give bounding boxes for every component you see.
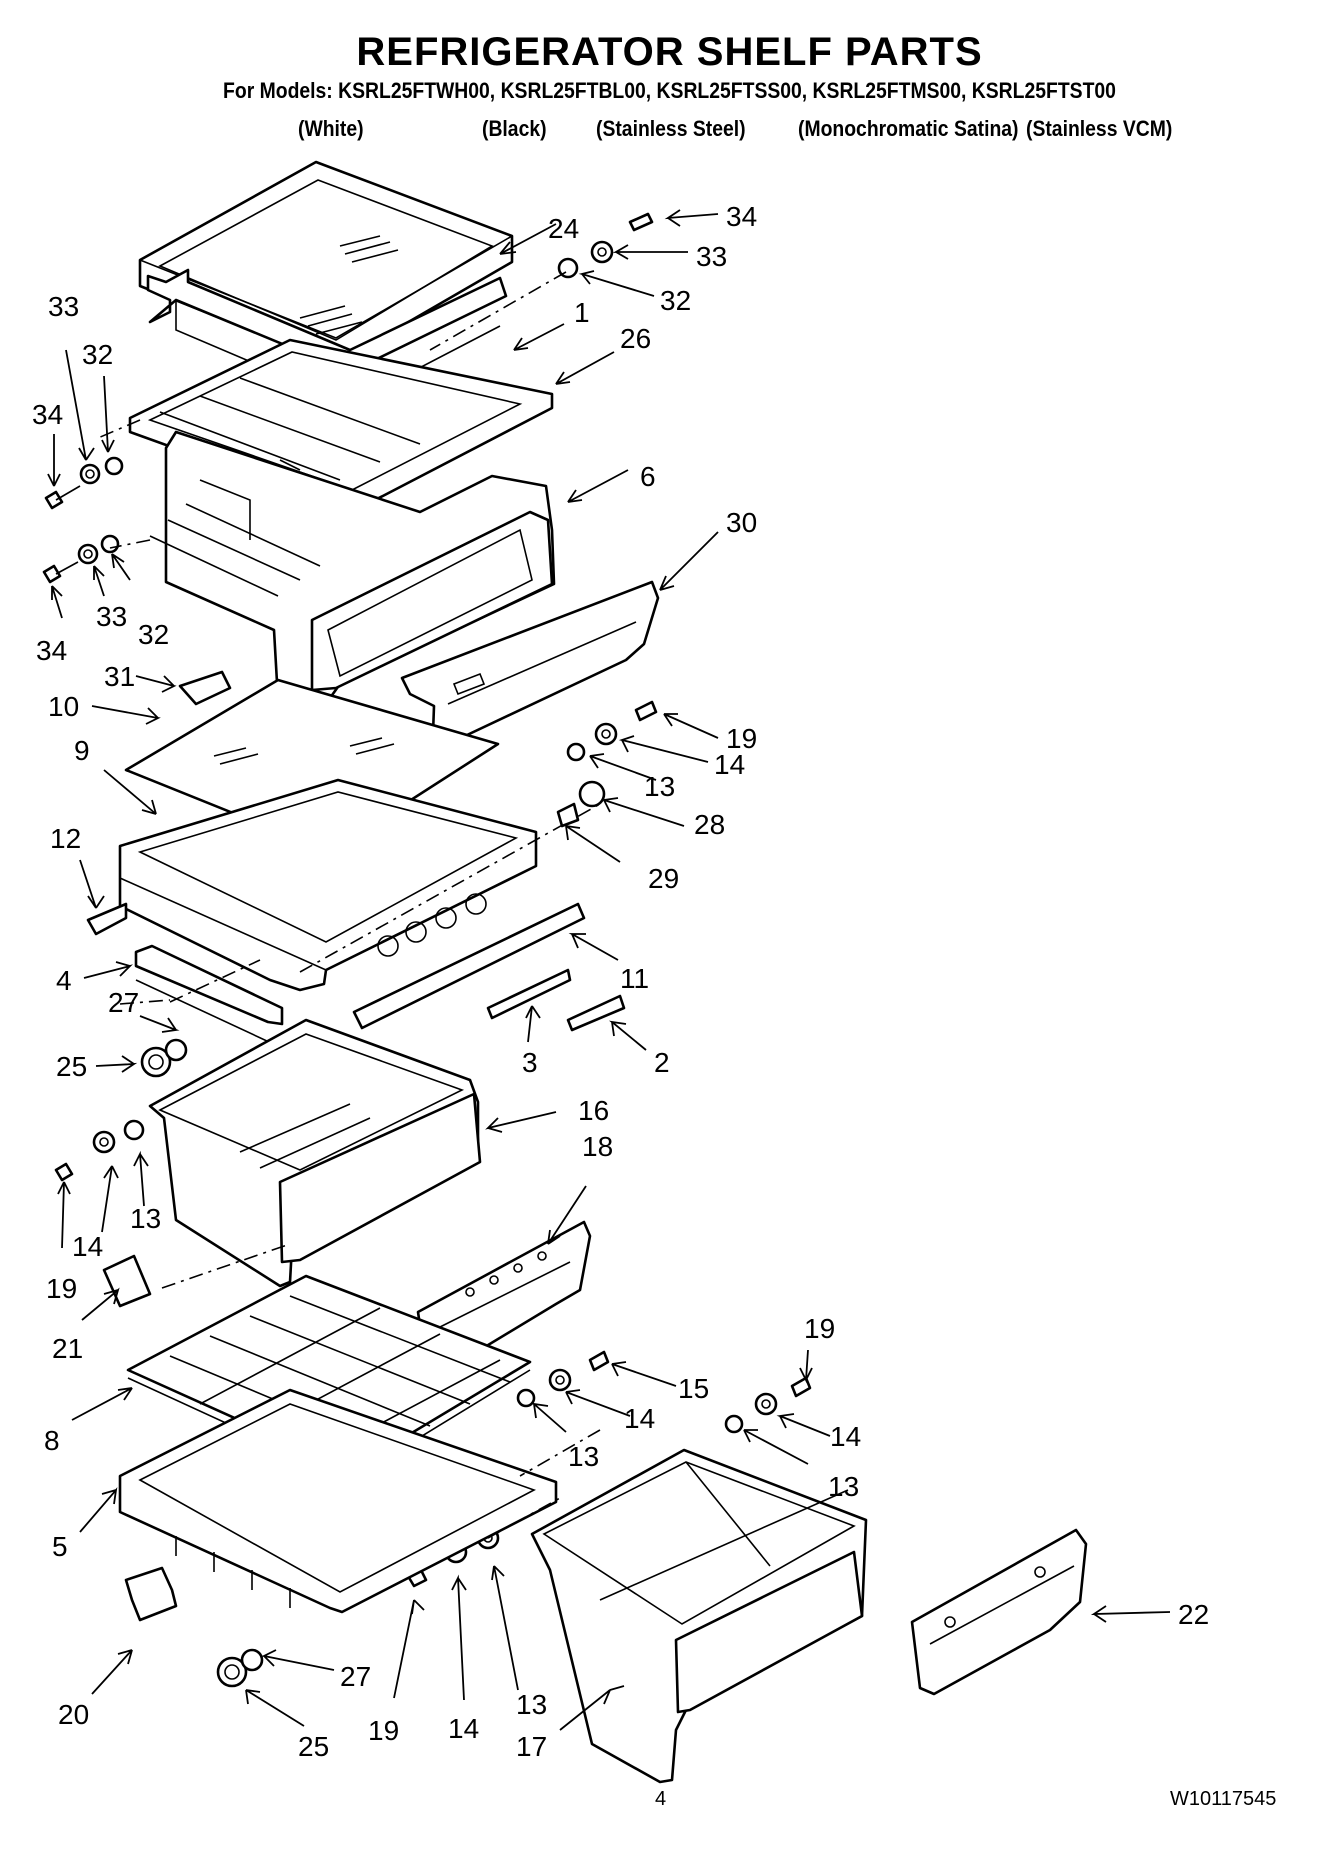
hardware-left-upper [44,456,124,510]
hardware-lower-right-b [724,1376,812,1434]
callout-33-lower: 33 [96,601,127,632]
callout-28: 28 [694,809,725,840]
callout-25: 25 [56,1051,87,1082]
callout-13-left: 13 [130,1203,161,1234]
hardware-left-lower [42,534,120,584]
part-17-crisper-drawer [530,1448,868,1784]
callout-29: 29 [648,863,679,894]
part-2-bracket [566,994,626,1032]
part-6-pan-drawer [149,430,556,720]
callout-19-right: 19 [804,1313,835,1344]
callout-5: 5 [52,1531,68,1562]
callout-11: 11 [620,963,649,994]
callout-33-left: 33 [48,291,79,322]
part-9-shelf-frame [118,778,601,992]
callout-34-left: 34 [32,399,63,430]
callout-32: 32 [660,285,691,316]
callout-numbers: 24 34 33 32 1 26 33 32 34 6 30 33 32 34 … [32,201,1209,1762]
part-16-meat-drawer [148,1018,482,1288]
callout-34: 34 [726,201,757,232]
part-12-rail [86,902,128,936]
callout-13-lower: 13 [516,1689,547,1720]
callout-26: 26 [620,323,651,354]
callout-4: 4 [56,965,72,996]
callout-32-left: 32 [82,339,113,370]
hardware-middle-left [54,1119,145,1182]
leader-lines [47,209,1171,1731]
callout-19-lower: 19 [368,1715,399,1746]
callout-18: 18 [582,1131,613,1162]
callout-31: 31 [104,661,135,692]
part-21-clip [102,1254,152,1308]
finish-black: (Black) [482,116,547,141]
part-4-cover [134,944,284,1049]
callout-14-lower: 14 [448,1713,479,1744]
callout-16: 16 [578,1095,609,1126]
callout-14-left: 14 [72,1231,103,1262]
callout-33: 33 [696,241,727,272]
document-number: W10117545 [1170,1788,1277,1810]
finish-stainless-steel: (Stainless Steel) [596,116,746,141]
callout-2: 2 [654,1047,670,1078]
page-number: 4 [655,1788,667,1810]
callout-13-right: 13 [828,1471,859,1502]
callout-3: 3 [522,1047,538,1078]
callout-32-lower: 32 [138,619,169,650]
callout-24: 24 [548,213,579,244]
callout-9: 9 [74,735,90,766]
part-20-cover [124,1566,178,1622]
callout-10: 10 [48,691,79,722]
callout-1: 1 [574,297,590,328]
hardware-lower-right-a [516,1350,610,1408]
page-title: REFRIGERATOR SHELF PARTS [356,30,983,74]
callout-13-center: 13 [568,1441,599,1472]
callout-19-left: 19 [46,1273,77,1304]
callout-14: 14 [714,749,745,780]
callout-13: 13 [644,771,675,802]
callout-6: 6 [640,461,656,492]
callout-25-lower: 25 [298,1731,329,1762]
callout-19: 19 [726,723,757,754]
part-24-glass-shelf-top [138,160,514,366]
callout-8: 8 [44,1425,60,1456]
finish-monochromatic-satina: (Monochromatic Satina) [798,116,1019,141]
callout-21: 21 [52,1333,83,1364]
callout-14-right: 14 [830,1421,861,1452]
finish-stainless-vcm: (Stainless VCM) [1026,116,1173,141]
callout-22: 22 [1178,1599,1209,1630]
hardware-top-right [557,212,654,279]
callout-20: 20 [58,1699,89,1730]
callout-14-center: 14 [624,1403,655,1434]
callout-27: 27 [108,987,139,1018]
callout-34-lower: 34 [36,635,67,666]
part-25-part-27-lower [216,1648,264,1688]
callout-17: 17 [516,1731,547,1762]
part-3-bracket [486,968,572,1020]
callout-27-lower: 27 [340,1661,371,1692]
part-25-part-27-upper [140,1038,188,1078]
part-31-clip [178,670,232,706]
model-list: For Models: KSRL25FTWH00, KSRL25FTBL00, … [223,78,1116,103]
callout-12: 12 [50,823,81,854]
finish-white: (White) [298,116,364,141]
callout-30: 30 [726,507,757,538]
callout-15: 15 [678,1373,709,1404]
part-22-drawer-front [910,1528,1088,1696]
hardware-middle-right [556,700,658,828]
part-11-track [352,902,586,1030]
part-5-shelf-frame [118,1388,558,1614]
